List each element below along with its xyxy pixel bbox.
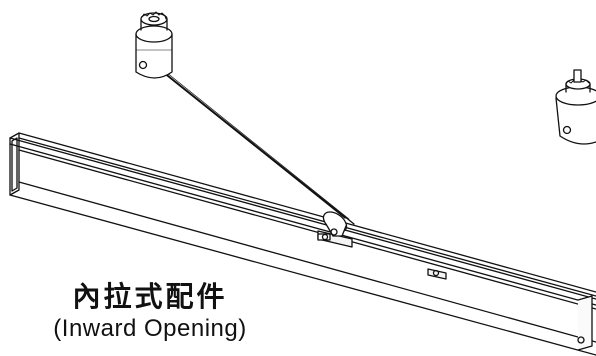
caption: 內拉式配件 (Inward Opening) <box>30 280 270 344</box>
connecting-arm <box>144 57 355 237</box>
caption-subtitle: (Inward Opening) <box>53 315 247 342</box>
slide-track <box>9 132 596 356</box>
pivot-shoe-left <box>135 11 173 79</box>
pivot-shoe-right <box>555 69 596 145</box>
caption-title: 內拉式配件 <box>72 280 228 313</box>
